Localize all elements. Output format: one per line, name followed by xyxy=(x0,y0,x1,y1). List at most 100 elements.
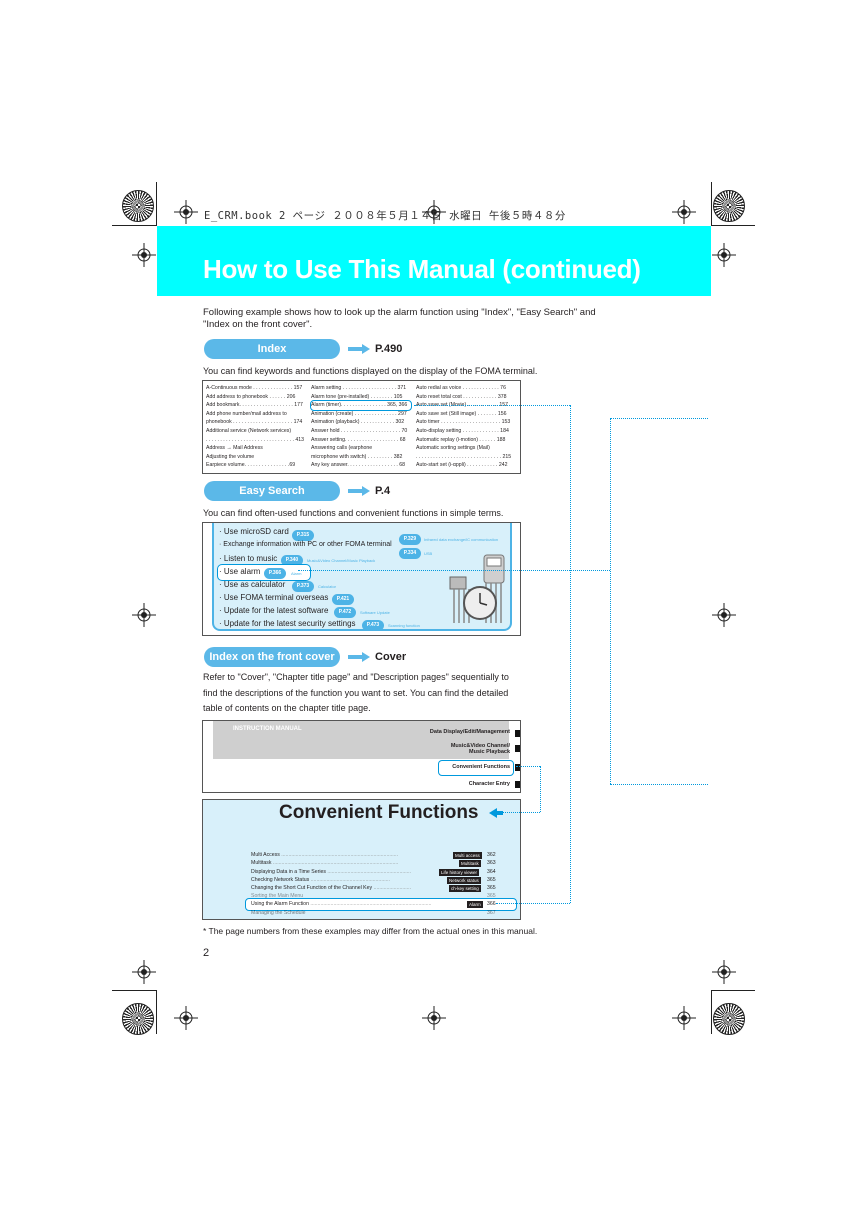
cover-index-tab xyxy=(515,764,520,771)
easy-search-sample: · Use microSD card P.315 · Exchange info… xyxy=(202,522,521,636)
index-column-2: Alarm setting . . . . . . . . . . . . . … xyxy=(310,384,412,470)
index-entry: Add address to phonebook . . . . . . 206 xyxy=(206,393,296,400)
chapter-title: Convenient Functions xyxy=(279,802,479,823)
toc-tag: Network status xyxy=(447,877,481,884)
right-arrow-icon xyxy=(348,344,370,354)
registration-mark-icon xyxy=(712,243,736,267)
color-target-icon xyxy=(713,190,745,222)
cover-gray-band: INSTRUCTION MANUAL xyxy=(213,721,509,759)
connector-line xyxy=(414,405,570,406)
index-page-ref: P.490 xyxy=(375,343,403,355)
easy-search-item: · Use as calculator xyxy=(219,580,286,589)
function-tag: Alarm xyxy=(291,571,302,576)
page-number: 2 xyxy=(203,947,210,959)
index-entry: Adjusting the volume xyxy=(206,453,255,460)
cover-index-tab xyxy=(515,730,520,737)
easy-search-item: · Exchange information with PC or other … xyxy=(219,541,392,548)
toc-tag: ch-key setting xyxy=(449,885,481,892)
cover-index-item-convenient: Convenient Functions xyxy=(452,764,510,770)
index-entry: Auto save set (Still image) . . . . . . … xyxy=(416,410,507,417)
alarm-clock-illustration-icon xyxy=(449,554,505,623)
index-entry: Address → Mail Address xyxy=(206,445,263,452)
index-entry: Answering calls (earphone xyxy=(311,445,373,452)
instruction-manual-label: INSTRUCTION MANUAL xyxy=(233,726,302,732)
registration-mark-icon xyxy=(132,243,156,267)
page-badge: P.329 xyxy=(399,534,421,545)
page-badge: P.421 xyxy=(332,594,354,605)
easy-search-item: · Update for the latest software xyxy=(219,606,329,615)
toc-page: 365 xyxy=(487,885,496,891)
toc-row: Sorting the Main Menu xyxy=(251,893,304,899)
index-entry: Additional service (Network services) xyxy=(206,427,292,434)
index-description: You can find keywords and functions disp… xyxy=(203,366,538,376)
index-entry: Any key answer. . . . . . . . . . . . . … xyxy=(311,462,405,469)
index-entry: Animation (create) . . . . . . . . . . .… xyxy=(311,410,407,417)
index-entry: Alarm tone (pre-installed) . . . . . . .… xyxy=(311,393,403,400)
function-tag: Software Update xyxy=(360,610,390,615)
registration-mark-icon xyxy=(422,1006,446,1030)
connector-line xyxy=(570,405,571,903)
cover-index-item: Character Entry xyxy=(468,781,510,787)
registration-mark-icon xyxy=(132,960,156,984)
registration-mark-icon xyxy=(132,603,156,627)
index-table-sample: A-Continuous mode . . . . . . . . . . . … xyxy=(202,380,521,474)
index-entry: microphone with switch) . . . . . . . . … xyxy=(311,453,403,460)
toc-row: Multi Access ...........................… xyxy=(251,852,399,858)
toc-page: 362 xyxy=(487,852,496,858)
convenient-functions-highlight xyxy=(438,760,514,776)
registration-mark-icon xyxy=(174,200,198,224)
connector-line xyxy=(610,418,611,784)
right-arrow-icon xyxy=(348,652,370,662)
toc-row-alarm: Using the Alarm Function ...............… xyxy=(251,901,432,907)
index-entry: phonebook . . . . . . . . . . . . . . . … xyxy=(206,419,303,426)
front-cover-sample: INSTRUCTION MANUAL Data Display/Edit/Man… xyxy=(202,720,521,793)
front-cover-description-1: Refer to "Cover", "Chapter title page" a… xyxy=(203,672,509,682)
toc-row: Managing the Schedule xyxy=(251,910,306,916)
toc-tag: Alarm xyxy=(467,901,483,908)
registration-mark-icon xyxy=(672,200,696,224)
front-cover-description-2: find the descriptions of the function yo… xyxy=(203,688,509,698)
registration-mark-icon xyxy=(422,200,446,224)
color-target-icon xyxy=(122,190,154,222)
registration-mark-icon xyxy=(712,960,736,984)
index-entry: Auto reset total cost . . . . . . . . . … xyxy=(416,393,507,400)
function-tag: Infrared data exchange/iC communication xyxy=(424,537,499,542)
title-banner: How to Use This Manual (continued) xyxy=(157,226,711,296)
registration-mark-icon xyxy=(174,1006,198,1030)
page-badge: P.334 xyxy=(399,548,421,559)
toc-tag: Life history viewer xyxy=(439,869,480,876)
page-badge: P.373 xyxy=(292,581,314,592)
toc-row: Checking Network Status ................… xyxy=(251,877,390,883)
toc-page: 366 xyxy=(487,901,496,907)
connector-line xyxy=(516,766,540,767)
cover-index-item: Data Display/Edit/Management xyxy=(429,729,510,735)
toc-page: 365 xyxy=(487,893,496,899)
index-entry: Add phone number/mail address to xyxy=(206,410,287,417)
connector-line xyxy=(610,784,708,785)
index-entry: Auto redial as voice . . . . . . . . . .… xyxy=(416,385,506,391)
index-entry: Automatic replay (i-motion) . . . . . . … xyxy=(416,436,506,443)
index-label: Index xyxy=(204,339,340,359)
cover-index-tab xyxy=(515,781,520,788)
function-tag: USB xyxy=(424,551,433,556)
easy-search-item: · Use microSD card xyxy=(219,527,289,536)
chapter-title-sample: Convenient Functions Multi Access ......… xyxy=(202,799,521,920)
index-entry: Alarm setting . . . . . . . . . . . . . … xyxy=(311,385,407,391)
function-tag: Music&Video Channel/Music Playback xyxy=(307,558,376,563)
index-entry: Auto-start set (i-αppli) . . . . . . . .… xyxy=(416,462,508,469)
cover-index-tab xyxy=(515,745,520,752)
index-column-3: Auto redial as voice . . . . . . . . . .… xyxy=(416,384,516,470)
page-badge: P.472 xyxy=(334,607,356,618)
easy-search-item-alarm: · Use alarm xyxy=(219,567,261,576)
registration-mark-icon xyxy=(672,1006,696,1030)
color-target-icon xyxy=(122,1003,154,1035)
connector-line xyxy=(610,418,708,419)
index-entry: A-Continuous mode . . . . . . . . . . . … xyxy=(206,385,303,391)
function-tag: Calculator xyxy=(318,584,337,589)
easy-search-item: · Update for the latest security setting… xyxy=(219,619,356,628)
page-badge: P.315 xyxy=(292,530,314,541)
front-cover-ref: Cover xyxy=(375,651,407,663)
easy-search-item: · Use FOMA terminal overseas xyxy=(219,593,329,602)
easy-search-item: · Listen to music xyxy=(219,554,278,563)
registration-mark-icon xyxy=(712,603,736,627)
